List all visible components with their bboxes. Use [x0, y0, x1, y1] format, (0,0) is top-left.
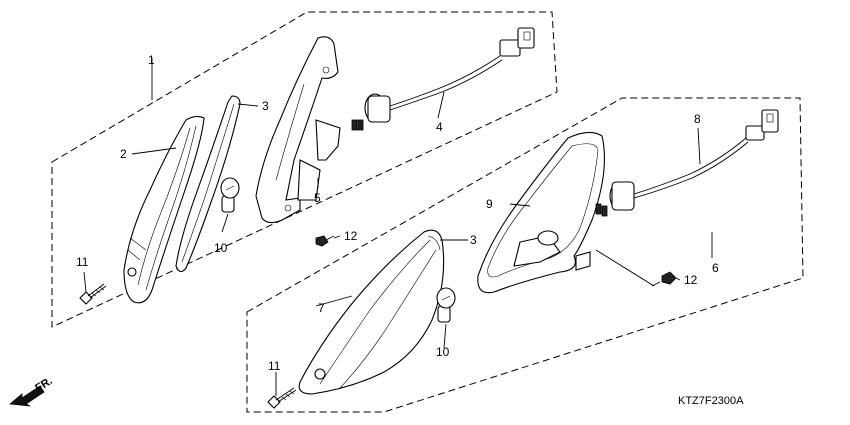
callout-11-upper: 11	[76, 255, 89, 269]
lower-assembly-group	[246, 97, 804, 413]
group-1-boundary	[51, 11, 558, 328]
callout-2: 2	[120, 147, 127, 161]
bulb-10-upper	[220, 177, 240, 213]
callout-3-upper: 3	[262, 99, 269, 113]
bolt-12-lower	[661, 271, 677, 285]
gasket-3	[175, 95, 241, 273]
upper-assembly-group	[51, 11, 558, 328]
housing-5	[255, 36, 339, 224]
harness-8	[595, 109, 779, 217]
callout-6: 6	[712, 261, 719, 275]
harness-4	[351, 27, 535, 131]
callout-1: 1	[148, 53, 155, 67]
callout-12-lower: 12	[684, 273, 698, 287]
callout-5: 5	[314, 191, 321, 205]
callout-12-upper: 12	[344, 229, 358, 243]
callout-10-upper: 10	[214, 241, 228, 255]
callout-11-lower: 11	[268, 359, 281, 373]
callout-4: 4	[436, 120, 443, 134]
bolt-12-upper	[315, 235, 329, 247]
callout-8: 8	[694, 112, 701, 126]
housing-9	[477, 131, 606, 294]
callout-7: 7	[318, 301, 325, 315]
bulb-10-lower	[436, 287, 456, 323]
group-6-boundary	[246, 97, 804, 413]
callout-3-lower: 3	[470, 233, 477, 247]
callout-9: 9	[486, 197, 493, 211]
lens-2	[123, 115, 205, 304]
diagram-code: KTZ7F2300A	[678, 395, 744, 407]
lens-7	[298, 229, 445, 395]
front-direction-arrow-icon: FR.	[9, 375, 55, 407]
callout-10-lower: 10	[436, 345, 450, 359]
